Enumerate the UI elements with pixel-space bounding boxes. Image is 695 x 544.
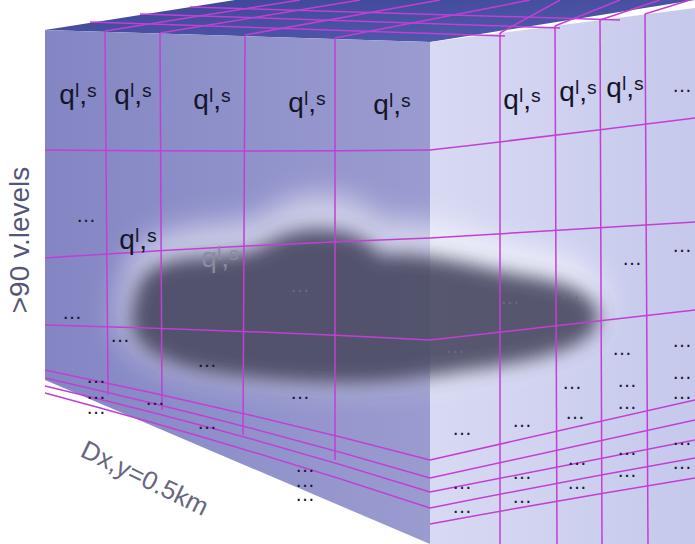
ellipsis: … (612, 338, 632, 358)
ellipsis: … (512, 486, 532, 506)
variable-label: qˡ,ˢ (59, 81, 96, 109)
variable-label: qˡ,ˢ (114, 81, 151, 109)
ellipsis: … (290, 382, 310, 402)
ellipsis: … (62, 302, 82, 322)
variable-label: qˡ,ˢ (606, 74, 643, 102)
right-grid (430, 14, 695, 544)
variable-label: qˡ,ˢ (119, 226, 156, 254)
ellipsis: … (672, 428, 692, 448)
ellipsis: … (197, 412, 217, 432)
ellipsis: … (617, 392, 637, 412)
ellipsis: … (672, 330, 692, 350)
ellipsis: … (512, 410, 532, 430)
ellipsis: … (672, 362, 692, 382)
ellipsis: … (86, 397, 106, 417)
ellipsis: … (452, 496, 472, 516)
ellipsis: … (145, 388, 165, 408)
ellipsis: … (295, 484, 315, 504)
variable-label: qˡ,ˢ (373, 91, 410, 119)
variable-label: qˡ,ˢ (559, 78, 596, 106)
ellipsis: … (76, 205, 96, 225)
ellipsis: … (672, 235, 692, 255)
ellipsis: … (672, 75, 692, 95)
ellipsis: … (500, 287, 520, 307)
variable-label-greyed: qˡ,ˢ (201, 244, 238, 272)
ellipsis: … (567, 472, 587, 492)
ellipsis: … (452, 418, 472, 438)
variable-label: qˡ,ˢ (288, 89, 325, 117)
ellipsis: … (672, 382, 692, 402)
ellipsis: … (512, 462, 532, 482)
ellipsis: … (617, 460, 637, 480)
axis-label: >90 v.levels (6, 167, 34, 314)
ellipsis: … (565, 402, 585, 422)
ellipsis: … (197, 350, 217, 370)
ellipsis: … (445, 336, 465, 356)
cloud (131, 229, 599, 384)
dimension-label: Dx,y=0.5km (77, 436, 212, 520)
ellipsis: … (567, 448, 587, 468)
cloud-halo (118, 194, 605, 388)
ellipsis: … (110, 325, 130, 345)
ellipsis: … (560, 282, 580, 302)
ellipsis: … (622, 248, 642, 268)
ellipsis: … (617, 370, 637, 390)
ellipsis: … (617, 438, 637, 458)
variable-label: qˡ,ˢ (503, 86, 540, 114)
ellipsis: … (562, 372, 582, 392)
ellipsis: … (452, 472, 472, 492)
ellipsis: … (672, 452, 692, 472)
variable-label: qˡ,ˢ (193, 86, 230, 114)
front-grid (45, 32, 430, 508)
ellipsis: … (290, 275, 310, 295)
